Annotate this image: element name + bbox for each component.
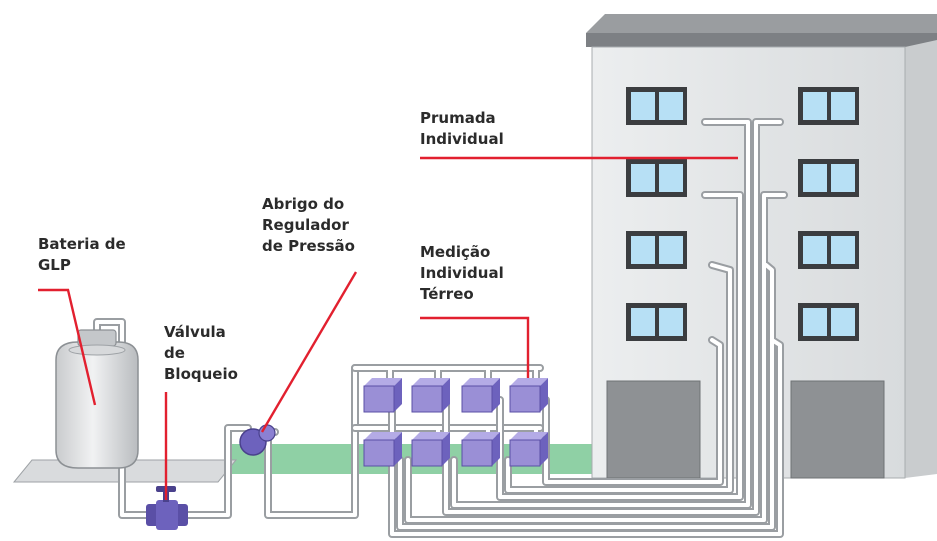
label-line: Bloqueio [164,365,238,383]
window [798,87,859,125]
label-line: Abrigo do [262,195,345,213]
label-valvula-bloqueio: Válvula de Bloqueio [164,322,238,385]
gas-meter [461,378,500,413]
label-line: Prumada [420,109,496,127]
label-line: Bateria de [38,235,126,253]
meter-bank [363,378,548,467]
leader-line-medicao [420,316,530,378]
pipe-network [93,118,788,538]
building-door [606,380,701,479]
label-line: GLP [38,256,71,274]
window [798,303,859,341]
label-prumada-individual: Prumada Individual [420,108,504,150]
leader-line-abrigo [260,271,358,433]
label-line: Térreo [420,285,474,303]
regulator-outlet-pipe [264,364,364,519]
label-line: Individual [420,264,504,282]
distribution-pipes [388,118,788,538]
window [626,303,687,341]
label-bateria-glp: Bateria de GLP [38,234,126,276]
leader-line-bateria [38,288,97,406]
label-line: de Pressão [262,237,355,255]
shutoff-valve [146,486,188,530]
gas-meter [363,432,402,467]
label-line: Individual [420,130,504,148]
window [626,231,687,269]
gas-meter [411,432,450,467]
building-side-wall [905,40,937,478]
gas-meter [411,378,450,413]
window [798,231,859,269]
window [798,159,859,197]
leader-lines [38,156,738,500]
label-abrigo-regulador: Abrigo do Regulador de Pressão [262,194,355,257]
supply-pipe [93,318,252,519]
label-line: de [164,344,185,362]
label-line: Válvula [164,323,226,341]
building-door [790,380,885,479]
gas-meter [509,432,548,467]
label-line: Medição [420,243,491,261]
gas-meter [509,378,548,413]
gas-meter [461,432,500,467]
window [626,87,687,125]
building-roof-edge [586,33,937,47]
gas-meter [363,378,402,413]
building-roof [586,14,937,33]
glp-tank [55,329,139,469]
window [626,159,687,197]
label-medicao-individual: Medição Individual Térreo [420,242,504,305]
label-line: Regulador [262,216,349,234]
